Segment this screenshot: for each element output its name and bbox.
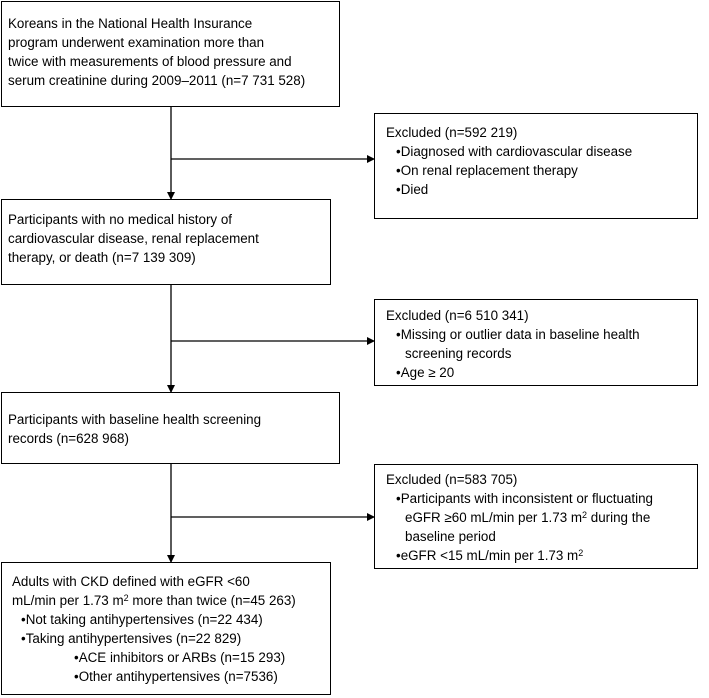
box-ckd-subsubgroup: •ACE inhibitors or ARBs (n=15 293) — [74, 650, 286, 665]
box-no-history-line: therapy, or death (n=7 139 309) — [8, 250, 196, 265]
box-ckd-count-text: more than twice (n=45 263) — [128, 593, 296, 608]
box-initial-line: twice with measurements of blood pressur… — [8, 54, 292, 69]
box-ckd-subsubgroup: •Other antihypertensives (n=7536) — [74, 669, 278, 684]
excluded-3-item-continued: baseline period — [405, 529, 496, 544]
excluded-3-title: Excluded (n=583 705) — [386, 472, 518, 487]
box-baseline-line: records (n=628 968) — [8, 431, 129, 446]
box-initial-line: Koreans in the National Health Insurance — [8, 16, 253, 31]
box-baseline-line: Participants with baseline health screen… — [8, 412, 262, 427]
excluded-3-egfr-text-end: during the — [587, 510, 651, 525]
box-ckd-line: mL/min per 1.73 m2 more than twice (n=45… — [12, 592, 296, 610]
excluded-2-title: Excluded (n=6 510 341) — [386, 308, 529, 323]
box-excluded-3: Excluded (n=583 705) •Participants with … — [374, 464, 698, 569]
excluded-3-item-continued: eGFR ≥60 mL/min per 1.73 m2 during the — [405, 509, 650, 527]
excluded-3-item: •eGFR <15 mL/min per 1.73 m2 — [396, 547, 583, 565]
excluded-2-item-continued: screening records — [405, 346, 512, 361]
excluded-3-item: •Participants with inconsistent or fluct… — [396, 491, 654, 506]
box-initial-line: serum creatinine during 2009–2011 (n=7 7… — [8, 73, 306, 88]
box-initial-population: Koreans in the National Health Insurance… — [1, 1, 340, 107]
box-ckd-subgroup: •Taking antihypertensives (n=22 829) — [21, 631, 242, 646]
excluded-1-item: •Died — [396, 182, 429, 197]
excluded-2-item: •Missing or outlier data in baseline hea… — [396, 327, 640, 342]
excluded-1-item: •Diagnosed with cardiovascular disease — [396, 144, 633, 159]
box-ckd-subgroup: •Not taking antihypertensives (n=22 434) — [21, 612, 263, 627]
excluded-1-item: •On renal replacement therapy — [396, 163, 578, 178]
box-excluded-1: Excluded (n=592 219) •Diagnosed with car… — [374, 113, 698, 219]
box-ckd-unit-text: mL/min per 1.73 m — [12, 593, 124, 608]
box-baseline-records: Participants with baseline health screen… — [1, 392, 340, 464]
box-no-history-line: Participants with no medical history of — [8, 212, 233, 227]
superscript-2: 2 — [123, 593, 129, 603]
box-no-history-line: cardiovascular disease, renal replacemen… — [8, 231, 259, 246]
box-initial-line: program underwent examination more than — [8, 35, 265, 50]
excluded-1-title: Excluded (n=592 219) — [386, 125, 518, 140]
box-ckd-adults: Adults with CKD defined with eGFR <60 mL… — [1, 562, 331, 695]
box-ckd-line: Adults with CKD defined with eGFR <60 — [12, 574, 250, 589]
excluded-3-egfr-low-text: •eGFR <15 mL/min per 1.73 m — [396, 548, 579, 563]
superscript-2: 2 — [578, 548, 584, 558]
superscript-2: 2 — [582, 510, 588, 520]
excluded-2-item: •Age ≥ 20 — [396, 365, 455, 380]
box-no-history: Participants with no medical history of … — [1, 199, 331, 285]
excluded-3-egfr-text: eGFR ≥60 mL/min per 1.73 m — [405, 510, 583, 525]
box-excluded-2: Excluded (n=6 510 341) •Missing or outli… — [374, 299, 698, 386]
